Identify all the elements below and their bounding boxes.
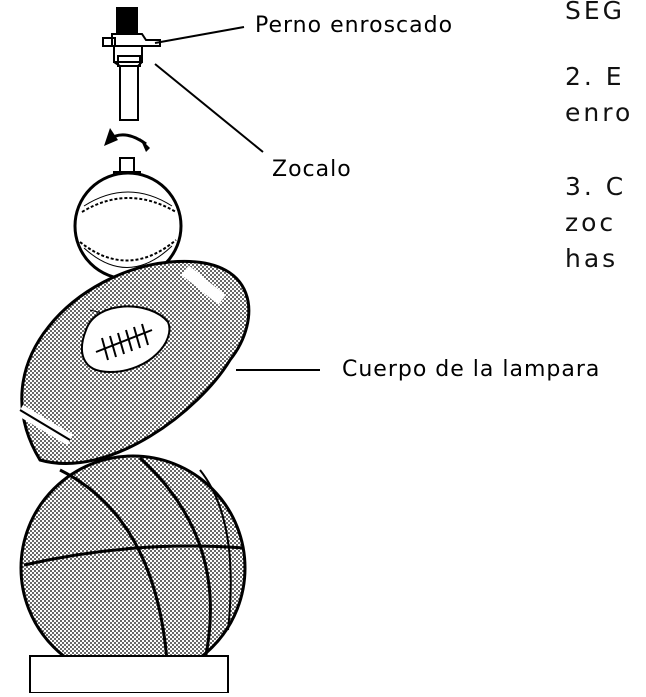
instruction-heading: SEG [565, 0, 626, 25]
label-threaded-bolt: Perno enroscado [255, 13, 454, 38]
football-part [16, 259, 251, 465]
basketball-part [19, 454, 247, 682]
baseball-part [73, 171, 183, 281]
lamp-base [29, 655, 229, 694]
leader-line-bolt [154, 26, 245, 44]
instruction-step-3-line2: zoc [565, 208, 617, 237]
instruction-step-2-line1: 2. E [565, 62, 625, 91]
threaded-bolt-part [102, 7, 161, 121]
label-socket: Zocalo [272, 157, 352, 182]
instruction-step-3-line1: 3. C [565, 172, 627, 201]
label-lamp-body: Cuerpo de la lampara [342, 357, 601, 382]
rotation-arrow-icon [104, 128, 150, 152]
instruction-step-3-line3: has [565, 244, 619, 273]
leader-line-socket [154, 63, 264, 153]
instruction-step-2-line2: enro [565, 98, 634, 127]
